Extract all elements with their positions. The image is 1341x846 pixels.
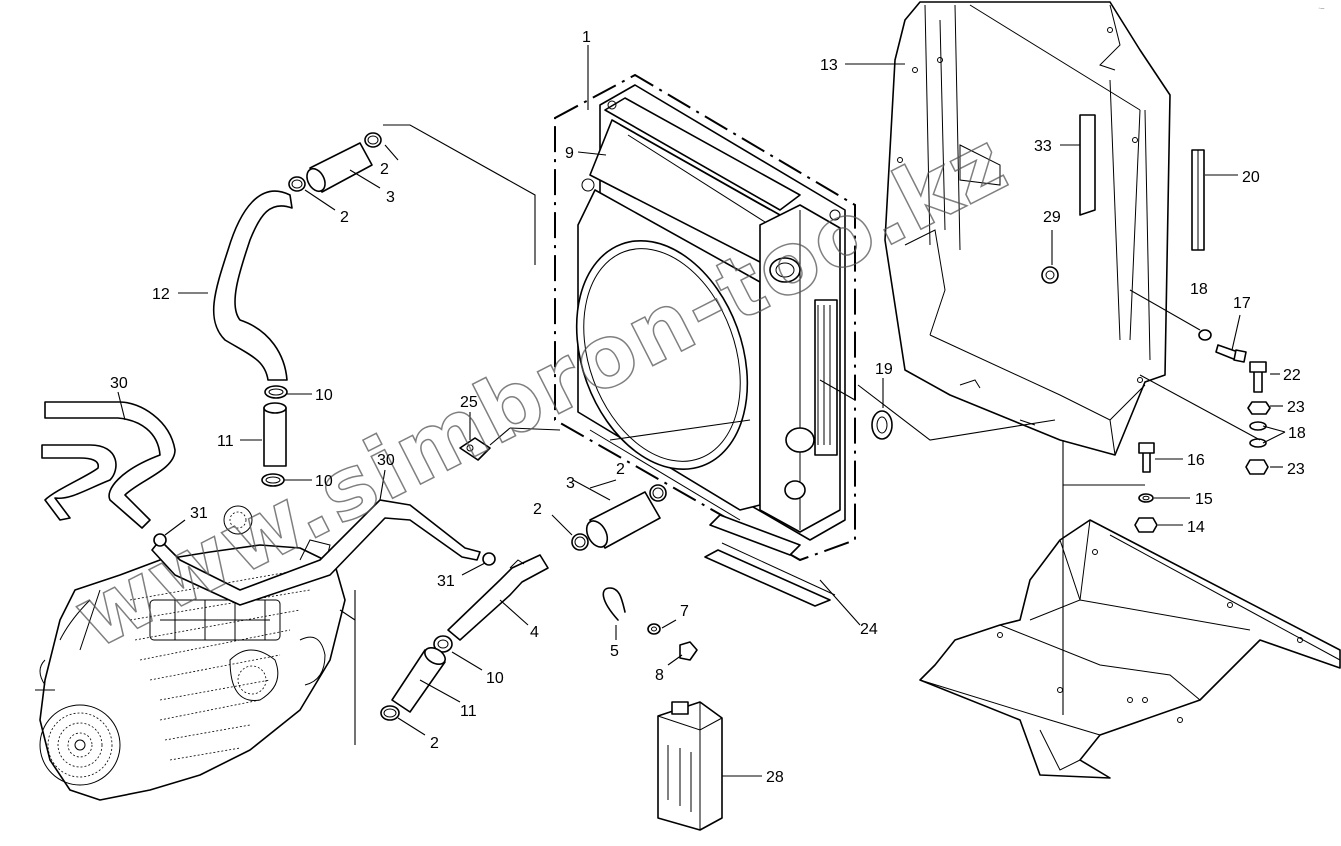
hose-12-curved	[212, 190, 293, 381]
radiator-outline	[554, 73, 856, 562]
hose-11-angled	[391, 647, 446, 713]
hose-clamp-10c	[433, 635, 453, 653]
callout-8: 8	[655, 667, 664, 684]
callout-23: 23	[1287, 461, 1305, 478]
washer-7	[647, 623, 661, 635]
frame-housing	[884, 1, 1171, 456]
callout-2: 2	[430, 735, 439, 752]
leader-lines	[117, 45, 1286, 777]
callout-4: 4	[530, 624, 539, 641]
bolt-17	[1215, 344, 1247, 363]
callout-15: 15	[1195, 491, 1213, 508]
corner-mark: ·–	[1318, 5, 1324, 12]
washer-15	[1138, 493, 1154, 503]
callout-5: 5	[610, 643, 619, 660]
callout-7: 7	[680, 603, 689, 620]
callout-30: 30	[377, 452, 395, 469]
callout-28: 28	[766, 769, 784, 786]
callout-31: 31	[190, 505, 208, 522]
drain-cock-5	[602, 587, 626, 621]
callout-12: 12	[152, 286, 170, 303]
callout-30: 30	[110, 375, 128, 392]
hose-clamp-2c	[649, 484, 667, 502]
callout-10: 10	[315, 473, 333, 490]
callout-29: 29	[1043, 209, 1061, 226]
hose-clamp-2a	[364, 132, 382, 148]
callout-11: 11	[460, 703, 477, 720]
callout-31: 31	[437, 573, 455, 590]
callout-19: 19	[875, 361, 893, 378]
callout-14: 14	[1187, 519, 1205, 536]
hose-11-vertical	[263, 402, 287, 467]
hose-3-top	[306, 142, 373, 193]
callout-11: 11	[217, 433, 234, 450]
callout-17: 17	[1233, 295, 1251, 312]
callout-24: 24	[860, 621, 878, 638]
engine-block	[35, 505, 346, 801]
callout-2: 2	[533, 501, 542, 518]
callout-2: 2	[616, 461, 625, 478]
hose-clamp-10a	[264, 385, 288, 399]
callout-10: 10	[315, 387, 333, 404]
seal-strip-24	[704, 549, 831, 607]
callout-18: 18	[1190, 281, 1208, 298]
callout-20: 20	[1242, 169, 1260, 186]
part-33-bar	[1079, 114, 1096, 216]
callout-2: 2	[340, 209, 349, 226]
sensor-25	[459, 437, 491, 461]
rubber-mount-19	[871, 410, 893, 440]
hose-clamp-2b	[288, 176, 306, 192]
watermark: www.simbron-too.kz	[59, 112, 1023, 669]
callout-23: 23	[1287, 399, 1305, 416]
bolt-22	[1249, 361, 1267, 393]
callout-3: 3	[566, 475, 575, 492]
pipe-30-left	[44, 401, 176, 529]
part-29-grommet	[1041, 266, 1059, 284]
pipe-30-right	[151, 499, 481, 606]
callout-10: 10	[486, 670, 504, 687]
clamp-31b	[482, 552, 496, 566]
nut-23b	[1245, 459, 1269, 475]
hose-clamp-2e	[380, 705, 400, 721]
coolant-canister-28	[657, 701, 723, 831]
bolt-16	[1138, 442, 1155, 473]
plug-8	[679, 641, 698, 661]
callout-13: 13	[820, 57, 838, 74]
hose-4	[447, 554, 549, 641]
hose-3-bottom	[585, 491, 661, 549]
washer-18a	[1198, 329, 1212, 341]
nut-14	[1134, 517, 1158, 533]
washer-18b	[1249, 421, 1267, 448]
hose-clamp-2d	[571, 533, 589, 551]
callout-labels: 1 2 2 2 2 2 3 3 4 5 7 8 9 10 10 10 11 11…	[110, 29, 1306, 786]
callout-16: 16	[1187, 452, 1205, 469]
callout-9: 9	[565, 145, 574, 162]
nut-23a	[1247, 401, 1271, 415]
callout-3: 3	[386, 189, 395, 206]
radiator-assembly	[554, 73, 856, 562]
clamp-31a	[153, 533, 167, 547]
callout-1: 1	[582, 29, 591, 46]
callout-25: 25	[460, 394, 478, 411]
callout-22: 22	[1283, 367, 1301, 384]
callout-2: 2	[380, 161, 389, 178]
callout-18: 18	[1288, 425, 1306, 442]
chassis-mount	[919, 519, 1341, 779]
callout-33: 33	[1034, 138, 1052, 155]
